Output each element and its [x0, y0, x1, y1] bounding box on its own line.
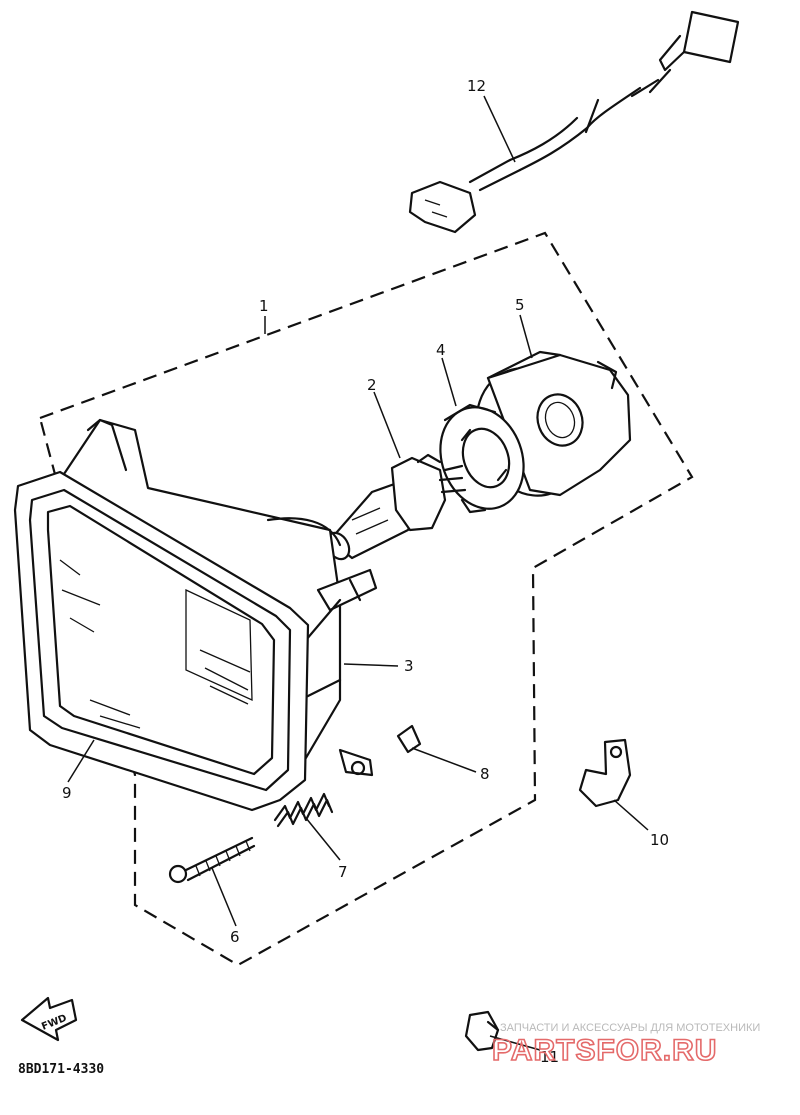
callout-4: 4 — [436, 341, 446, 359]
leader-11 — [489, 1035, 541, 1051]
leader-2 — [373, 391, 401, 459]
spring-part — [273, 792, 334, 828]
callout-10: 10 — [650, 831, 669, 849]
figure-code: 8BD171-4330 — [18, 1062, 104, 1077]
leader-9 — [67, 739, 95, 783]
leader-7 — [305, 817, 341, 861]
leader-6 — [211, 867, 237, 927]
assembly-dashed-outline — [38, 231, 694, 967]
callout-11: 11 — [540, 1048, 559, 1066]
wiring-harness-part — [408, 10, 740, 234]
headlight-rim-part — [13, 470, 310, 812]
callout-9: 9 — [62, 784, 72, 802]
callout-12: 12 — [467, 77, 486, 95]
watermark-tagline: ЗАПЧАСТИ И АКСЕССУАРЫ ДЛЯ МОТОТЕХНИКИ — [500, 1022, 760, 1034]
callout-1: 1 — [259, 297, 269, 315]
leader-5 — [519, 314, 533, 359]
callout-7: 7 — [338, 863, 348, 881]
callout-2: 2 — [367, 376, 377, 394]
clip-nut-part — [396, 724, 422, 754]
callout-3: 3 — [404, 657, 414, 675]
leader-3 — [343, 663, 399, 667]
leader-8 — [411, 747, 477, 773]
leader-10 — [613, 799, 649, 831]
watermark-brand: PARTSFOR.RU — [492, 1034, 717, 1067]
retaining-ring-part — [439, 403, 525, 514]
adjusting-screw-part — [168, 836, 256, 884]
callout-8: 8 — [480, 765, 490, 783]
leader-4 — [441, 357, 457, 407]
leader-12 — [483, 95, 516, 163]
band-part — [464, 1010, 500, 1052]
fwd-arrow-icon: FWD — [20, 996, 78, 1042]
cable-clamp-part — [578, 738, 632, 808]
callout-6: 6 — [230, 928, 240, 946]
callout-5: 5 — [515, 296, 525, 314]
